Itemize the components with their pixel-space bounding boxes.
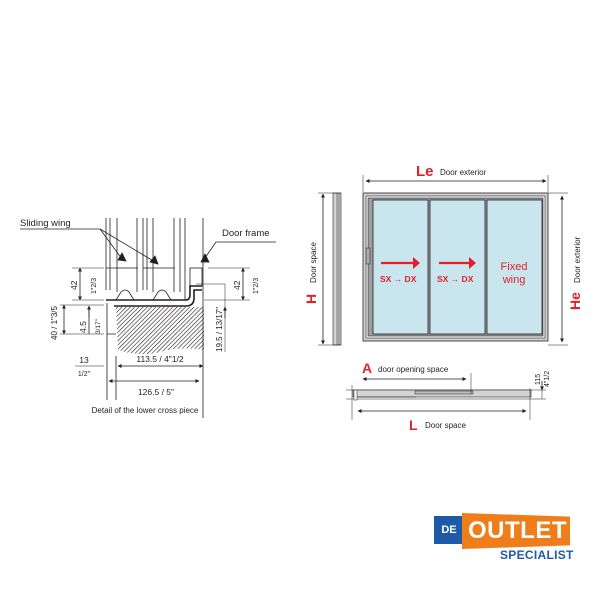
dim-19-5: 19.5 / 13/17" (215, 307, 224, 352)
l-letter: L (409, 417, 418, 433)
dim-left-42-inch: 1"2/3 (91, 278, 98, 294)
door-elevation (318, 175, 568, 346)
h-label: Door space (309, 242, 318, 283)
dim-113-5: 113.5 / 4"1/2 (136, 354, 184, 364)
dim-115: 115 (535, 374, 542, 385)
dim-4-5: 4.5 (78, 321, 88, 333)
fixed-wing-line1: Fixed (501, 261, 528, 273)
le-letter: Le (416, 163, 434, 180)
fixed-panel (486, 199, 543, 335)
fixed-wing-line2: wing (502, 274, 526, 286)
cross-section-caption: Detail of the lower cross piece (92, 406, 199, 415)
sliding-panel-1 (372, 199, 429, 335)
dim-126-5: 126.5 / 5" (138, 387, 174, 397)
sliding-panel-2 (429, 199, 486, 335)
dim-right-42-inch: 1"2/3 (253, 278, 260, 294)
logo-specialist-text: SPECIALIST (500, 548, 574, 562)
dim-left-42: 42 (69, 280, 79, 290)
he-label: Door exterior (573, 236, 582, 283)
handle-icon (365, 247, 371, 265)
dim-13-inch: 1/2" (78, 371, 91, 378)
h-letter: H (303, 294, 319, 304)
le-label: Door exterior (440, 168, 487, 177)
a-label: door opening space (378, 365, 449, 374)
sliding-wing-label: Sliding wing (20, 218, 71, 229)
dim-right-42: 42 (232, 280, 242, 290)
a-letter: A (362, 360, 372, 376)
panel2-direction: SX → DX (437, 274, 474, 284)
panel1-direction: SX → DX (380, 274, 417, 284)
cross-section-detail (20, 218, 276, 418)
de-outlet-specialist-logo: DE OUTLET SPECIALIST (434, 513, 594, 565)
he-letter: He (567, 292, 583, 310)
dim-13: 13 (79, 355, 89, 365)
dim-115-inch: 4"1/2 (544, 371, 551, 387)
door-plan-view (346, 373, 546, 420)
logo-de-block: DE (434, 516, 464, 544)
dim-40: 40 / 1"3/5 (50, 305, 59, 340)
logo-outlet-block: OUTLET (462, 513, 570, 549)
dim-4-5-inch: 3/17" (95, 318, 102, 334)
door-frame-label: Door frame (222, 228, 270, 239)
l-label: Door space (425, 421, 466, 430)
